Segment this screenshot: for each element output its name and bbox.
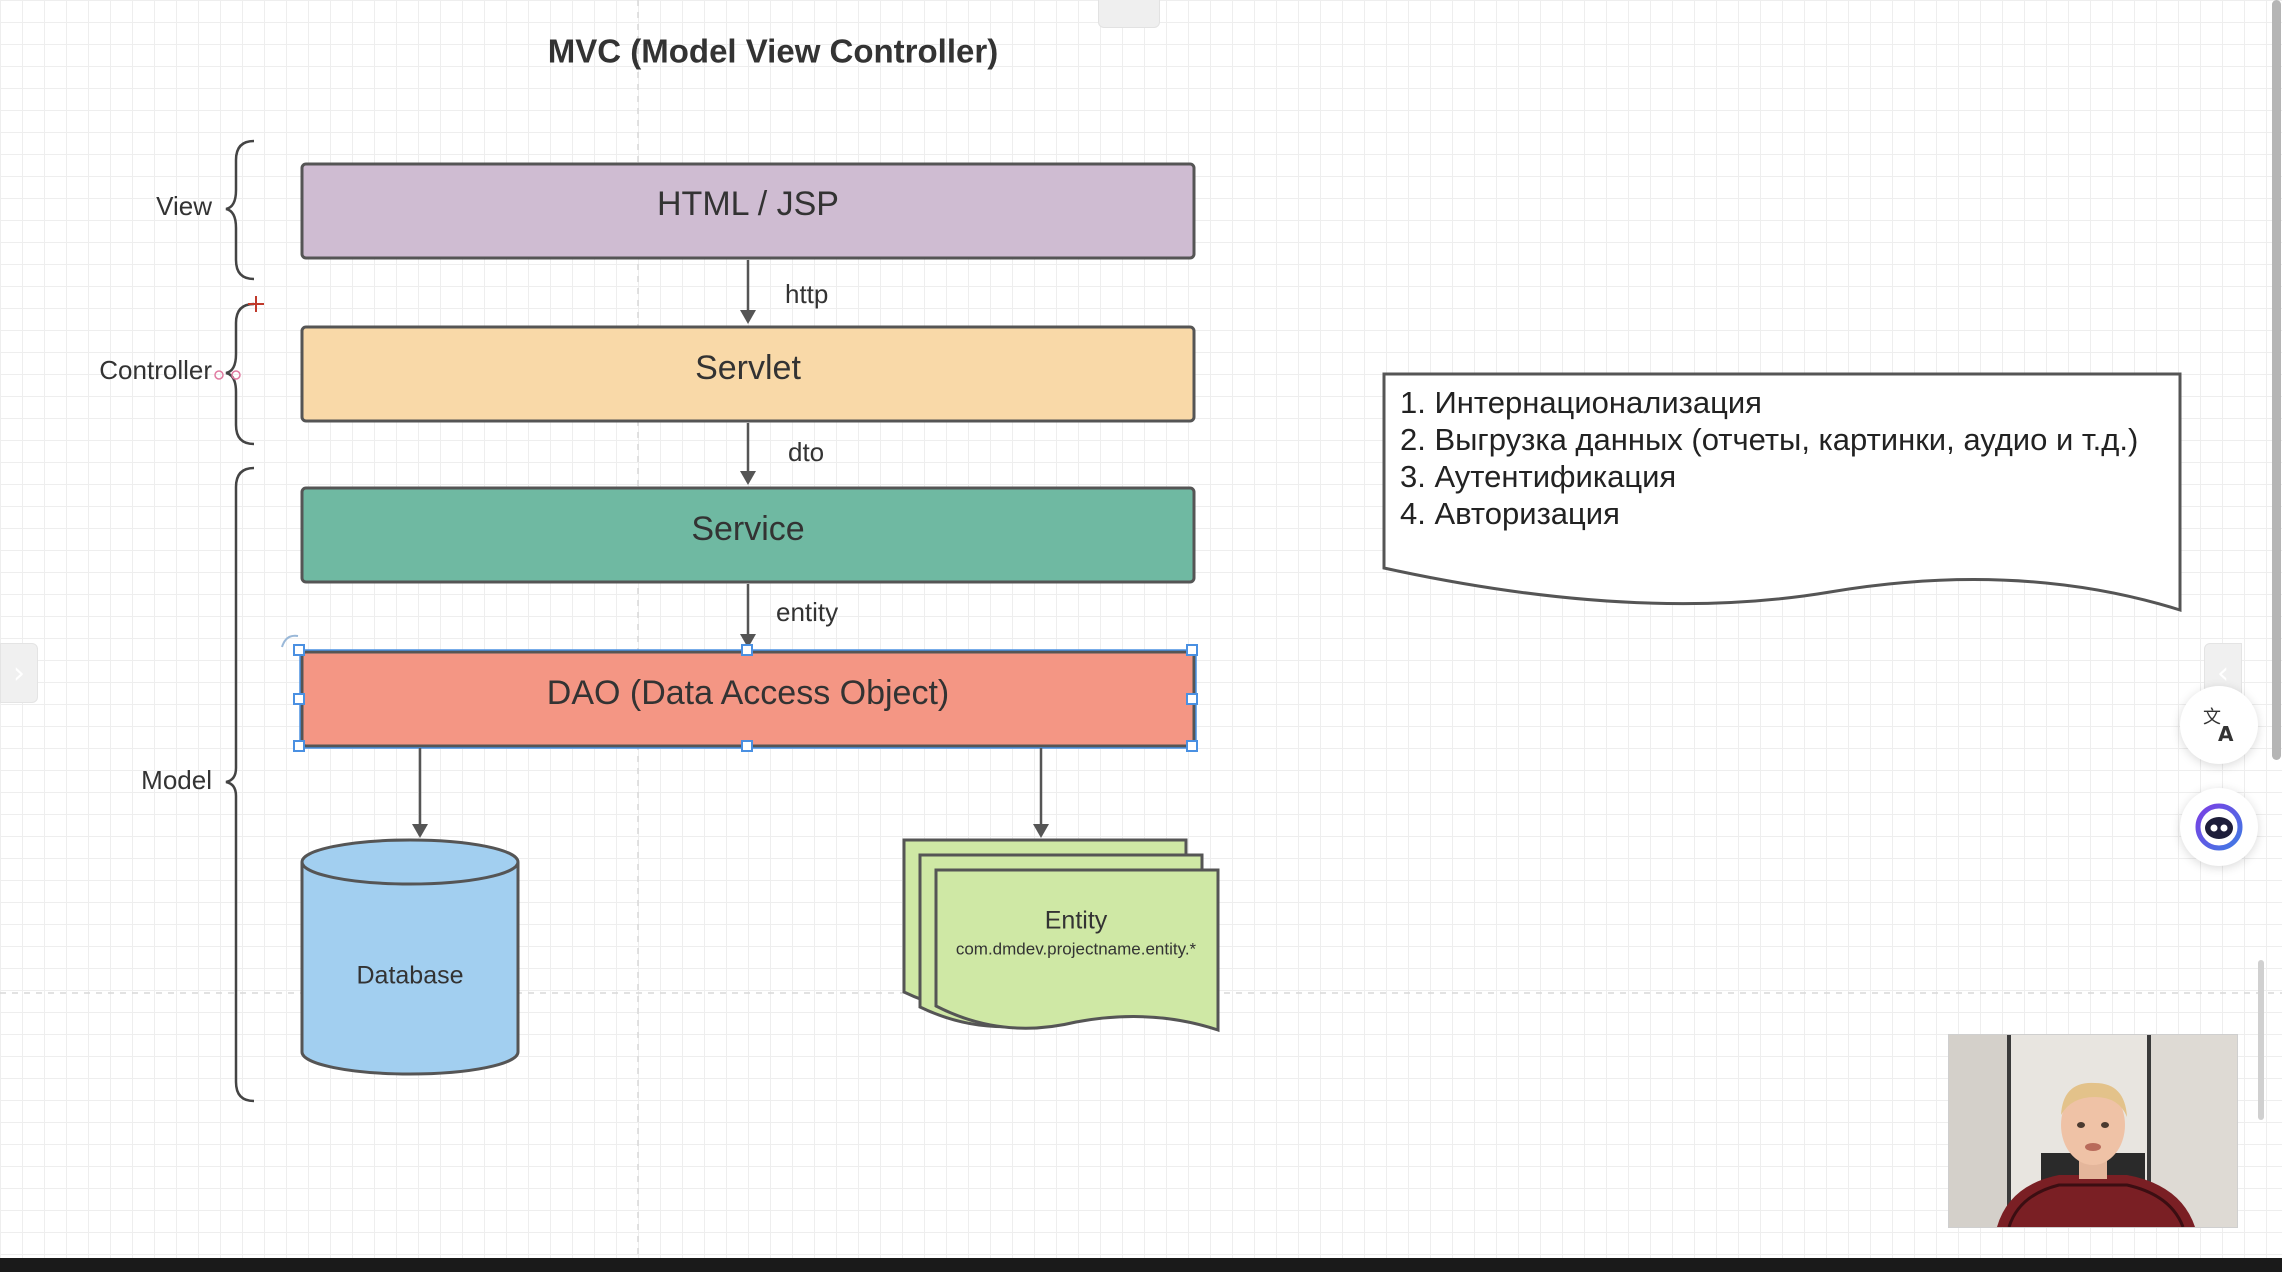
resize-handle[interactable] — [293, 644, 305, 656]
presenter-video — [1949, 1035, 2237, 1227]
view-brace — [225, 139, 255, 281]
html-jsp-rect[interactable] — [300, 162, 1196, 260]
html-jsp-box[interactable]: HTML / JSP — [300, 162, 1196, 260]
dao-box[interactable]: DAO (Data Access Object) — [293, 644, 1198, 752]
connection-point-icon[interactable] — [231, 370, 241, 380]
resize-handle[interactable] — [741, 644, 753, 656]
chevron-left-icon: ‹ — [2217, 655, 2229, 691]
note-item: 4. Авторизация — [1400, 496, 1620, 531]
entity-edge-label[interactable]: entity — [776, 597, 838, 627]
connection-point-icon[interactable] — [214, 370, 224, 380]
resize-handle[interactable] — [1186, 740, 1198, 752]
dto-arrowhead — [740, 471, 756, 485]
model-label[interactable]: Model — [141, 765, 212, 795]
view-label[interactable]: View — [156, 191, 212, 221]
html-jsp-label: HTML / JSP — [657, 185, 839, 223]
selection-handles[interactable] — [293, 644, 1198, 752]
model-brace — [225, 466, 255, 1103]
left-panel-toggle[interactable]: › — [0, 643, 38, 703]
resize-handle[interactable] — [293, 740, 305, 752]
entity-documents[interactable]: Entity com.dmdev.projectname.entity.* — [902, 838, 1220, 1033]
dao-to-entity-arrowhead — [1033, 824, 1049, 838]
controller-label[interactable]: Controller — [99, 355, 212, 385]
entity-label: Entity — [1045, 907, 1108, 935]
resize-handle[interactable] — [741, 740, 753, 752]
resize-handle[interactable] — [1186, 693, 1198, 705]
vertical-scrollbar[interactable] — [2272, 0, 2281, 760]
service-rect[interactable] — [300, 486, 1196, 584]
entity-package-label: com.dmdev.projectname.entity.* — [956, 939, 1197, 958]
notes-document-shape[interactable] — [1382, 372, 2182, 613]
servlet-rect[interactable] — [300, 325, 1196, 423]
dao-to-database-arrowhead — [412, 824, 428, 838]
database-cylinder[interactable]: Database — [300, 838, 520, 1076]
translate-button[interactable]: 文 A — [2180, 686, 2258, 764]
service-box[interactable]: Service — [300, 486, 1196, 584]
chevron-right-icon: › — [13, 655, 25, 691]
dao-label: DAO (Data Access Object) — [547, 674, 949, 712]
top-panel-tab[interactable] — [1098, 0, 1160, 28]
dto-edge-label[interactable]: dto — [788, 437, 824, 467]
note-item: 2. Выгрузка данных (отчеты, картинки, ау… — [1400, 422, 2138, 457]
webcam-overlay — [1948, 1034, 2238, 1228]
servlet-label: Servlet — [695, 349, 801, 387]
database-body[interactable] — [300, 862, 520, 1076]
http-edge-label[interactable]: http — [785, 279, 828, 309]
resize-handle[interactable] — [1186, 644, 1198, 656]
assistant-icon — [2195, 803, 2243, 851]
svg-text:A: A — [2218, 722, 2234, 745]
http-arrowhead — [740, 310, 756, 324]
controller-brace — [225, 302, 255, 446]
note-item: 3. Аутентификация — [1400, 459, 1676, 494]
note-item: 1. Интернационализация — [1400, 385, 1762, 420]
resize-handle[interactable] — [293, 693, 305, 705]
entity-document-front[interactable] — [934, 868, 1220, 1033]
add-connection-cursor-icon — [248, 296, 264, 312]
servlet-box[interactable]: Servlet — [300, 325, 1196, 423]
assistant-button[interactable] — [2180, 788, 2258, 866]
bottom-bar — [0, 1258, 2282, 1272]
database-label: Database — [356, 962, 463, 990]
rotate-handle-icon[interactable] — [281, 634, 299, 648]
translate-icon: 文 A — [2203, 707, 2234, 745]
entity-arrowhead — [740, 634, 756, 648]
canvas-scrollbar[interactable] — [2258, 960, 2264, 1120]
service-label: Service — [691, 510, 804, 548]
svg-text:文: 文 — [2203, 707, 2221, 728]
notes-document[interactable]: 1. Интернационализация 2. Выгрузка данны… — [1382, 372, 2182, 613]
database-top[interactable] — [300, 838, 520, 886]
diagram-title[interactable]: MVC (Model View Controller) — [548, 33, 998, 70]
